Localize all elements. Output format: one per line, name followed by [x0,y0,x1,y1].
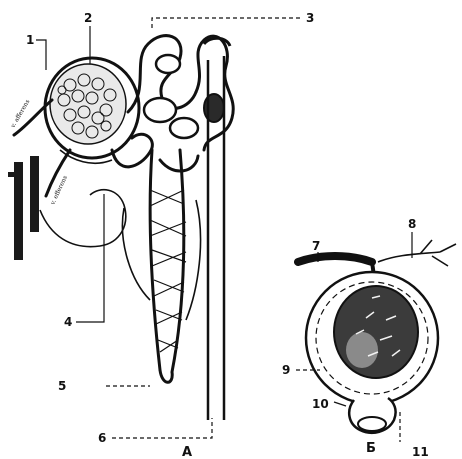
afferent-vessel-label: v. afferens [9,98,31,129]
label-5: 5 [58,379,66,393]
distal-tubule-loop [160,156,198,171]
afferent-arteriole-b [298,256,372,262]
tubule-lumen [358,417,386,431]
label-3: 3 [306,11,314,25]
label-11: 11 [412,445,429,459]
label-8: 8 [408,217,416,231]
interlobular-vein [30,156,39,232]
vasa-recta [122,200,200,320]
label-1: 1 [26,33,34,47]
nephron-figure: v. afferens v. efferens [8,36,233,420]
label-4: 4 [64,315,72,329]
label-9: 9 [282,363,290,377]
efferent-arteriole-b [378,240,456,266]
glomerulus-b [334,286,418,378]
label-6-a: 6 [98,431,106,445]
vessel-branch [8,172,18,177]
label-7: 7 [312,239,320,253]
caption-a: А [182,445,192,459]
proximal-convoluted-tubule [128,36,233,150]
loop-of-henle [150,150,186,382]
label-2: 2 [84,11,92,25]
glomerulus-highlight [346,332,378,368]
label-10: 10 [312,397,329,411]
caption-b: Б [366,441,376,456]
